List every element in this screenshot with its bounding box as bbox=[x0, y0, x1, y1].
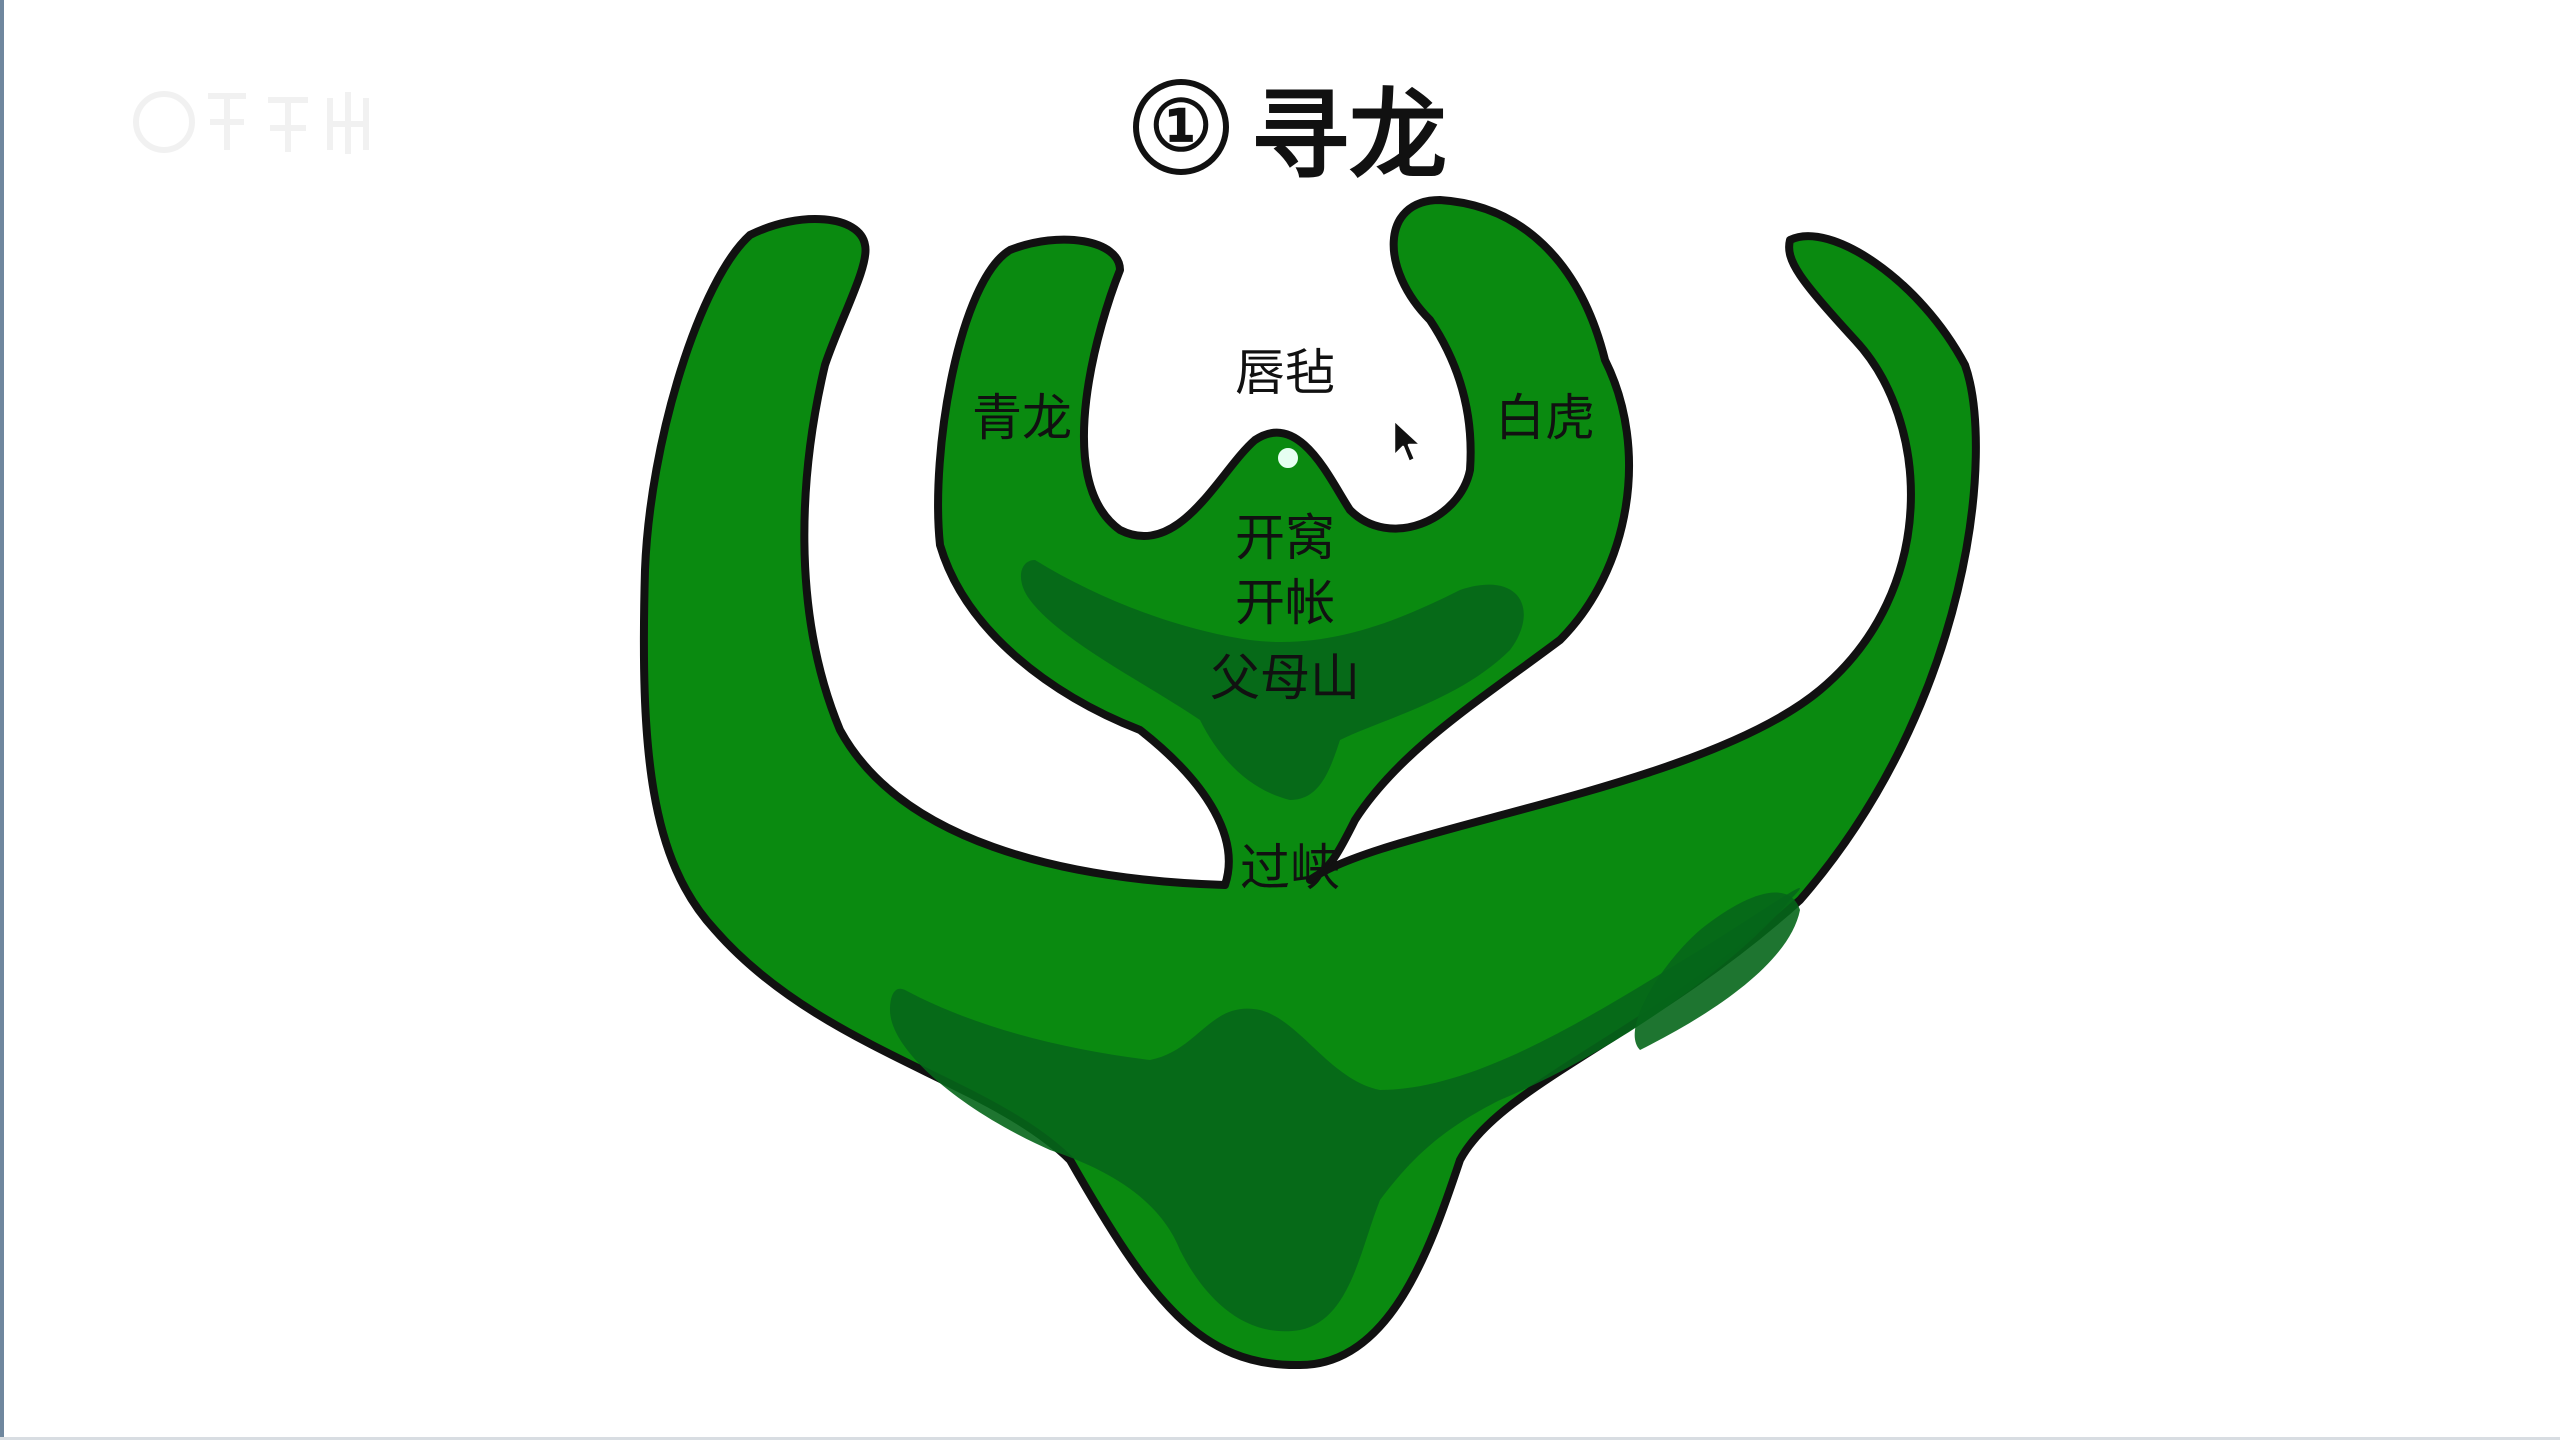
title-text: 寻龙 bbox=[1250, 78, 1447, 193]
lower-ridge-shading-right bbox=[1634, 892, 1800, 1050]
label-guoxia: 过峡 bbox=[1240, 839, 1340, 897]
label-baihu: 白虎 bbox=[1495, 389, 1595, 447]
acupoint-marker bbox=[1274, 444, 1302, 472]
mouse-pointer-icon bbox=[1392, 418, 1422, 464]
slide-title: ① 寻龙 bbox=[1110, 62, 1470, 193]
label-kaizhang: 开帐 bbox=[1235, 574, 1335, 632]
inner-ridge-shading bbox=[1020, 560, 1524, 800]
step-number-badge: ① bbox=[1132, 79, 1229, 175]
bottom-window-edge bbox=[0, 1437, 2560, 1440]
lower-ridge-shading bbox=[890, 888, 1800, 1332]
label-fumushan: 父母山 bbox=[1210, 649, 1360, 707]
left-window-edge bbox=[0, 0, 4, 1440]
label-qinglong: 青龙 bbox=[972, 389, 1072, 447]
watermark-logo bbox=[133, 91, 369, 154]
label-kaiwo: 开窝 bbox=[1235, 509, 1335, 567]
label-chunzhan: 唇毡 bbox=[1235, 344, 1335, 402]
